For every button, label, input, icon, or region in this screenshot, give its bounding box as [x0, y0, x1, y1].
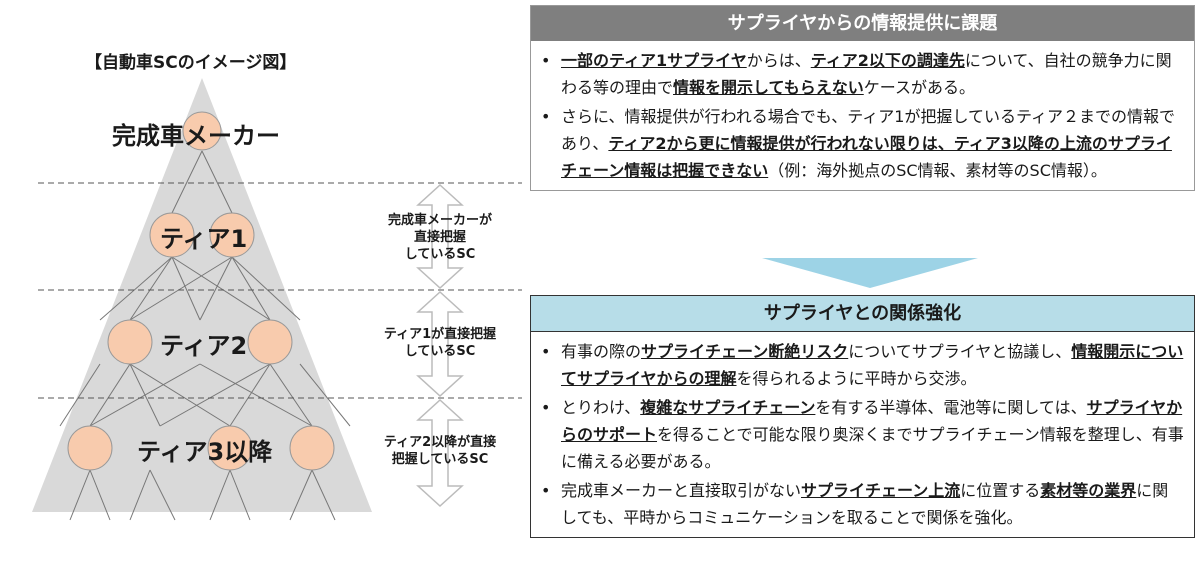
body-text: についてサプライヤと協議し、 — [848, 342, 1072, 361]
body-text: に関しても、平時からコミュニケーションを取ることで関係を強化。 — [561, 481, 1169, 527]
emphasis-text: 一部のティア1サプライヤ — [561, 51, 747, 70]
node-tier3 — [207, 425, 253, 471]
emphasis-text: ティア2から更に情報提供が行われない限りは、ティア3以降の上流のサプライチェーン… — [561, 134, 1172, 180]
body-text: からは、 — [746, 51, 811, 70]
side-label-line: ティア1が直接把握 — [383, 327, 497, 342]
body-text: について、自社の競争力に関わる等の理由で — [561, 51, 1172, 97]
node-tier3 — [289, 425, 335, 471]
emphasis-text: 複雑なサプライチェーン — [640, 398, 816, 417]
body-text: とりわけ、 — [561, 398, 641, 417]
supply-links — [59, 150, 351, 521]
diagram-title: 【自動車SCのイメージ図】 — [85, 53, 297, 73]
emphasis-text: サプライチェーン断絶リスク — [641, 342, 849, 361]
emphasis-text: 情報開示についてサプライヤからの理解 — [561, 342, 1184, 388]
side-label-tier2: ティア2以降が直接 把握しているSC — [360, 434, 520, 468]
issue-panel: サプライヤからの情報提供に課題 一部のティア1サプライヤからは、ティア2以下の調… — [530, 5, 1195, 191]
node-tier3 — [67, 425, 113, 471]
bullet-item: 一部のティア1サプライヤからは、ティア2以下の調達先について、自社の競争力に関わ… — [541, 47, 1184, 101]
emphasis-text: サプライヤからのサポート — [561, 398, 1183, 444]
bullet-item: さらに、情報提供が行われる場合でも、ティア1が把握しているティア２までの情報であ… — [541, 103, 1184, 184]
bullet-item: とりわけ、複雑なサプライチェーンを有する半導体、電池等に関しては、サプライヤから… — [541, 394, 1184, 475]
node-tier2 — [107, 319, 153, 365]
level-tier2: ティア2 — [160, 332, 248, 360]
node-tier1 — [149, 212, 195, 258]
supply-chain-pyramid — [32, 78, 522, 521]
emphasis-text: サプライチェーン上流 — [801, 481, 961, 500]
down-arrow-icon — [762, 258, 978, 288]
node-maker — [182, 111, 222, 151]
body-text: さらに、情報提供が行われる場合でも、ティア1が把握しているティア２までの情報であ… — [561, 107, 1176, 153]
double-arrow-icon — [416, 183, 464, 290]
body-text: を得られるように平時から交渉。 — [736, 369, 977, 388]
bullet-item: 有事の際のサプライチェーン断絶リスクについてサプライヤと協議し、情報開示について… — [541, 338, 1184, 392]
action-bullets: 有事の際のサプライチェーン断絶リスクについてサプライヤと協議し、情報開示について… — [531, 332, 1194, 537]
side-label-line: 直接把握 — [413, 230, 466, 245]
double-arrow-icon — [416, 290, 464, 398]
body-text: を得ることで可能な限り奥深くまでサプライチェーン情報を整理し、有事に備える必要が… — [561, 425, 1184, 471]
level-tier3-plus: ティア3以降 — [137, 438, 273, 466]
side-label-maker: 完成車メーカーが 直接把握 しているSC — [360, 212, 520, 263]
node-tier1 — [209, 212, 255, 258]
issue-panel-header: サプライヤからの情報提供に課題 — [531, 6, 1194, 41]
pyramid-triangle — [32, 78, 372, 512]
level-tier1: ティア1 — [160, 225, 248, 253]
level-maker: 完成車メーカー — [112, 122, 280, 150]
action-panel-header: サプライヤとの関係強化 — [531, 296, 1194, 332]
side-label-line: しているSC — [404, 247, 476, 262]
side-label-line: しているSC — [404, 344, 476, 359]
side-label-line: ティア2以降が直接 — [383, 435, 497, 450]
body-text: （例：海外拠点のSC情報、素材等のSC情報）。 — [768, 161, 1107, 180]
issue-bullets: 一部のティア1サプライヤからは、ティア2以下の調達先について、自社の競争力に関わ… — [531, 41, 1194, 190]
body-text: 有事の際の — [561, 342, 642, 361]
side-label-line: 把握しているSC — [391, 452, 489, 467]
side-label-tier1: ティア1が直接把握 しているSC — [360, 326, 520, 360]
emphasis-text: ティア2以下の調達先 — [810, 51, 965, 70]
body-text: を有する半導体、電池等に関しては、 — [815, 398, 1087, 417]
double-arrow-icon — [416, 398, 464, 508]
node-tier2 — [247, 319, 293, 365]
body-text: に位置する — [960, 481, 1041, 500]
body-text: 完成車メーカーと直接取引がない — [561, 481, 802, 500]
action-panel: サプライヤとの関係強化 有事の際のサプライチェーン断絶リスクについてサプライヤと… — [530, 295, 1195, 538]
emphasis-text: 情報を開示してもらえない — [673, 78, 864, 97]
side-label-line: 完成車メーカーが — [387, 213, 492, 228]
body-text: ケースがある。 — [863, 78, 975, 97]
emphasis-text: 素材等の業界 — [1040, 481, 1137, 500]
bullet-item: 完成車メーカーと直接取引がないサプライチェーン上流に位置する素材等の業界に関して… — [541, 477, 1184, 531]
